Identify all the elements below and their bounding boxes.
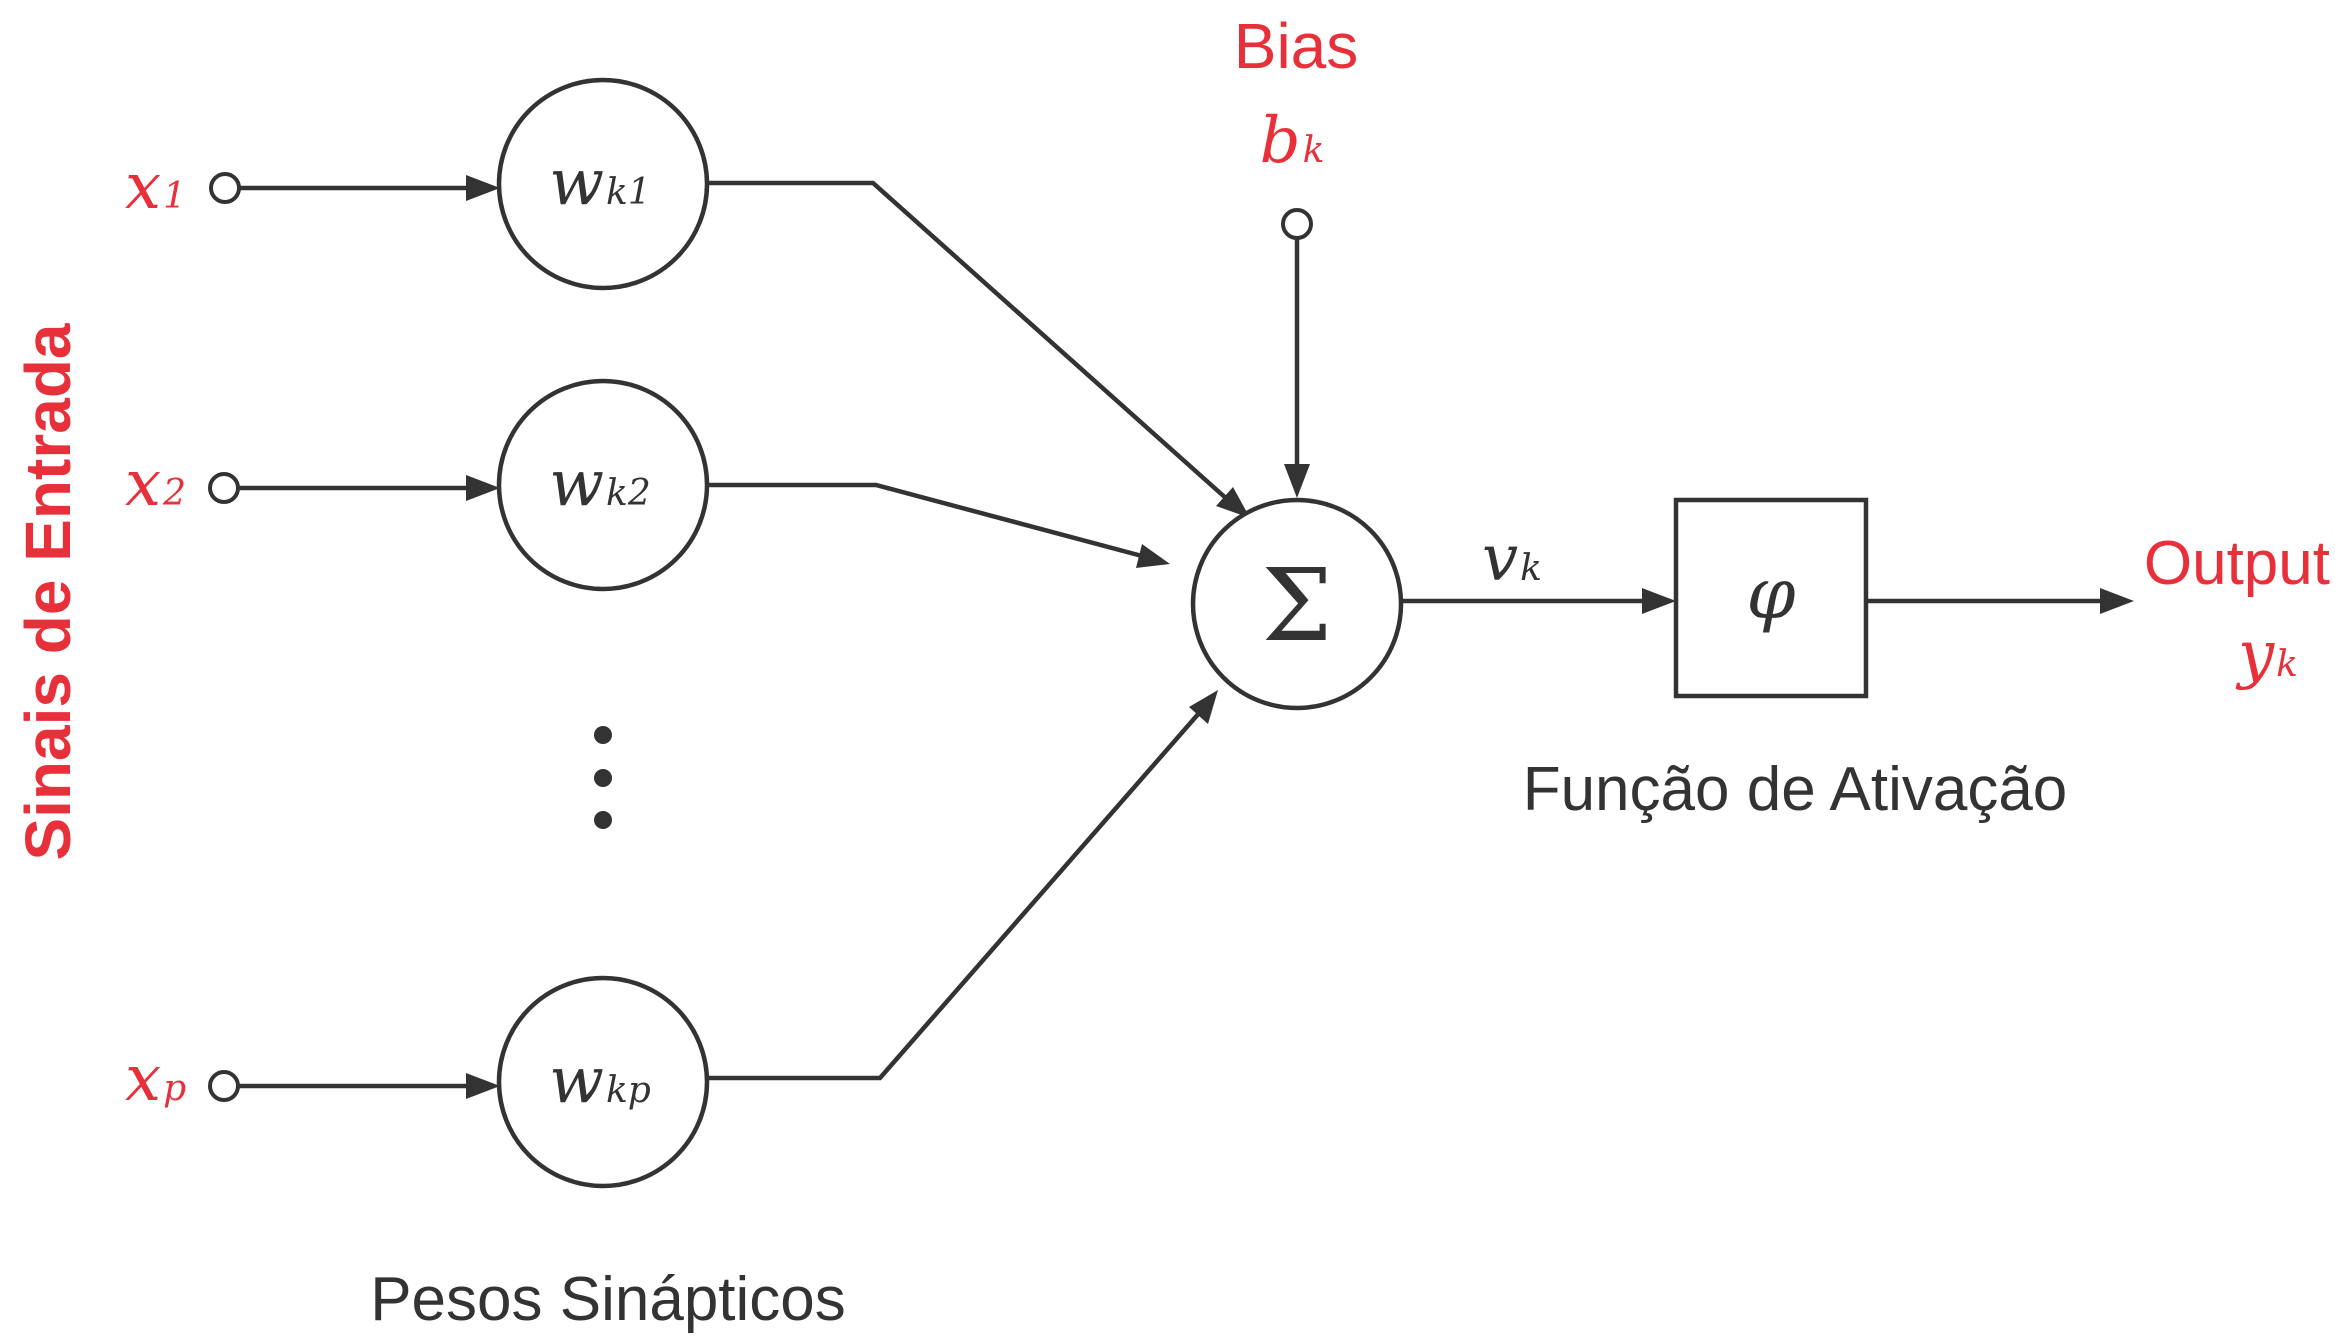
ellipsis-dots bbox=[594, 726, 612, 829]
input-x2-terminal bbox=[208, 472, 240, 504]
induced-field-symbol: v bbox=[1482, 522, 1518, 596]
input-x1-index: 1 bbox=[163, 176, 186, 217]
weight-k2-symbol: w bbox=[549, 447, 604, 521]
activation-function-caption: Função de Ativação bbox=[1523, 755, 2068, 824]
ellipsis-dot bbox=[594, 811, 612, 829]
input-xp-symbol: x bbox=[125, 1042, 161, 1116]
weight-kp-to-sum-edge bbox=[707, 710, 1202, 1081]
output-index: k bbox=[2276, 644, 2298, 685]
summing-junction-symbol: Σ bbox=[1262, 547, 1333, 664]
input-xp-label: xp bbox=[125, 1042, 186, 1116]
induced-field-index: k bbox=[1520, 548, 1542, 589]
weight-k1-index: k1 bbox=[606, 172, 651, 213]
output-symbol: y bbox=[2235, 618, 2275, 692]
bias-index: k bbox=[1303, 130, 1325, 171]
input-x2-arrowhead bbox=[466, 475, 500, 501]
input-xp-index: p bbox=[163, 1068, 186, 1109]
output-symbol-label: yk bbox=[2235, 618, 2298, 692]
bias-arrowhead bbox=[1284, 464, 1310, 498]
weight-kp-to-sum-arrowhead bbox=[1189, 690, 1218, 724]
input-x2-label: x2 bbox=[125, 447, 186, 521]
input-xp-arrowhead bbox=[466, 1073, 500, 1099]
activation-function-symbol: φ bbox=[1746, 553, 1795, 635]
input-signals-label: Sinais de Entrada bbox=[12, 323, 84, 860]
weight-k1-label: wk1 bbox=[549, 146, 651, 220]
input-x2-symbol: x bbox=[125, 447, 161, 521]
weight-k1-symbol: w bbox=[549, 146, 604, 220]
weight-node-kp bbox=[496, 975, 710, 1189]
input-x1-label: x1 bbox=[125, 150, 186, 224]
input-x1-arrowhead bbox=[466, 175, 500, 201]
weight-kp-symbol: w bbox=[549, 1044, 604, 1118]
input-x1-symbol: x bbox=[125, 150, 161, 224]
ellipsis-dot bbox=[594, 769, 612, 787]
input-x2-index: 2 bbox=[162, 473, 186, 514]
weight-k1-to-sum-arrowhead bbox=[1216, 487, 1250, 518]
weight-k2-to-sum-arrowhead bbox=[1136, 544, 1170, 568]
sum-to-activation-arrowhead bbox=[1642, 588, 1676, 614]
weights-caption: Pesos Sinápticos bbox=[370, 1265, 846, 1334]
input-x1-terminal bbox=[209, 172, 241, 204]
activation-function-box bbox=[1673, 497, 1869, 699]
weight-kp-label: wkp bbox=[549, 1044, 651, 1118]
weight-k2-index: k2 bbox=[606, 473, 651, 514]
weight-k1-to-sum-edge bbox=[707, 180, 1230, 502]
bias-label: Bias bbox=[1234, 10, 1359, 82]
summing-junction-node bbox=[1190, 497, 1404, 711]
output-label: Output bbox=[2144, 529, 2330, 598]
bias-symbol-label: bk bbox=[1260, 104, 1325, 178]
output-arrowhead bbox=[2100, 588, 2134, 614]
weight-k2-to-sum-edge bbox=[707, 482, 1143, 559]
weight-k2-label: wk2 bbox=[549, 447, 651, 521]
induced-field-label: vk bbox=[1482, 522, 1542, 596]
bias-terminal bbox=[1281, 208, 1313, 240]
weight-kp-index: kp bbox=[606, 1070, 651, 1111]
input-xp-terminal bbox=[208, 1070, 240, 1102]
bias-symbol: b bbox=[1260, 104, 1301, 178]
ellipsis-dot bbox=[594, 726, 612, 744]
